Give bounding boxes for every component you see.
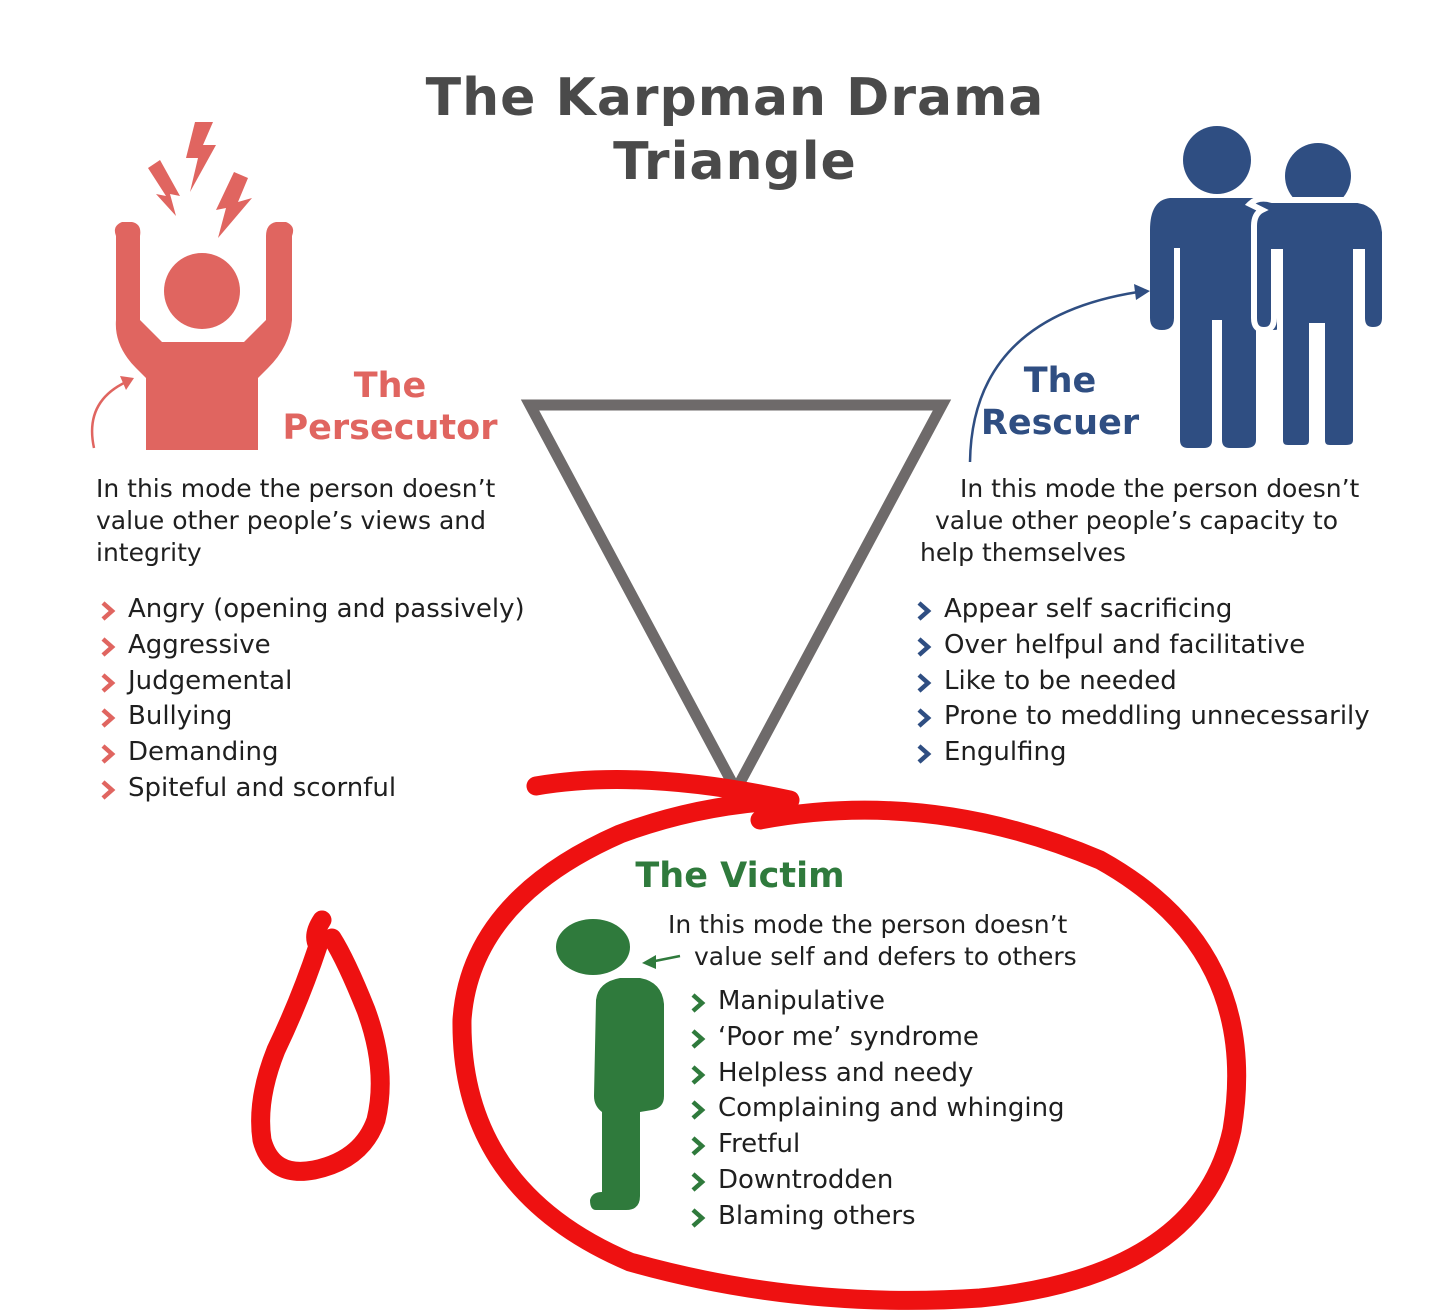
rescuer-description: In this mode the person doesn’t value ot…	[920, 473, 1359, 569]
victim-traits-list: Manipulative ‘Poor me’ syndrome Helpless…	[686, 984, 1065, 1235]
trait-text: Prone to meddling unnecessarily	[944, 701, 1370, 732]
rescuer-title-line: The	[1023, 361, 1097, 401]
chevron-right-icon	[691, 1100, 706, 1121]
description-line: value self and defers to others	[694, 942, 1077, 971]
chevron-right-icon	[691, 1172, 706, 1192]
page-title: The Karpman Drama Triangle	[330, 66, 1140, 194]
list-item: Angry (opening and passively)	[96, 592, 525, 628]
red-teardrop-annotation	[251, 910, 390, 1181]
trait-text: Helpless and needy	[718, 1057, 974, 1088]
list-item: Blaming others	[686, 1199, 1065, 1235]
persecutor-title-line: Persecutor	[282, 408, 498, 448]
victim-description: In this mode the person doesn’t value se…	[668, 909, 1077, 973]
chevron-right-icon	[691, 1208, 706, 1228]
two-people-embrace-icon	[1150, 126, 1388, 451]
trait-text: Bullying	[128, 701, 233, 732]
list-item: Over helfpul and facilitative	[912, 628, 1370, 664]
trait-text: Like to be needed	[944, 665, 1177, 696]
rescuer-title-line: Rescuer	[980, 403, 1140, 443]
trait-text: Blaming others	[718, 1200, 916, 1231]
curved-arrow-icon	[968, 290, 1139, 463]
list-item: Fretful	[686, 1127, 1065, 1163]
angry-person-icon	[114, 122, 294, 450]
trait-text: Judgemental	[128, 665, 293, 696]
trait-text: Over helfpul and facilitative	[944, 629, 1306, 660]
list-item: Manipulative	[686, 984, 1065, 1020]
trait-text: Angry (opening and passively)	[128, 594, 525, 624]
lightning-bolt-icon	[148, 160, 180, 216]
slumped-person-icon	[556, 919, 664, 1210]
chevron-right-icon	[101, 744, 116, 764]
description-line: integrity	[96, 538, 202, 567]
persecutor-traits-list: Angry (opening and passively) Aggressive…	[96, 592, 525, 807]
trait-text: Appear self sacrificing	[944, 594, 1233, 624]
chevron-right-icon	[917, 708, 932, 729]
persecutor-title: The Persecutor	[270, 365, 510, 449]
list-item: Engulfing	[912, 735, 1370, 771]
description-line: help themselves	[920, 538, 1126, 567]
rescuer-traits-list: Appear self sacrificing Over helfpul and…	[912, 592, 1370, 771]
curved-arrow-icon	[90, 380, 127, 449]
list-item: Judgemental	[96, 664, 525, 700]
red-circle-annotation	[452, 770, 1247, 1310]
trait-text: Aggressive	[128, 629, 271, 660]
chevron-right-icon	[101, 708, 116, 729]
description-line: In this mode the person doesn’t	[668, 910, 1068, 939]
chevron-right-icon	[917, 637, 932, 657]
list-item: Prone to meddling unnecessarily	[912, 699, 1370, 735]
chevron-right-icon	[101, 780, 116, 800]
list-item: Spiteful and scornful	[96, 771, 525, 807]
trait-text: Complaining and whinging	[718, 1093, 1065, 1124]
lightning-bolt-icon	[186, 122, 216, 192]
trait-text: Fretful	[718, 1129, 801, 1160]
list-item: Appear self sacrificing	[912, 592, 1370, 628]
chevron-right-icon	[101, 672, 116, 693]
chevron-right-icon	[917, 672, 932, 693]
drama-triangle	[520, 399, 952, 802]
chevron-right-icon	[917, 744, 932, 764]
trait-text: Engulfing	[944, 737, 1067, 768]
list-item: Downtrodden	[686, 1163, 1065, 1199]
description-line: value other people’s views and	[96, 506, 487, 535]
trait-text: ‘Poor me’ syndrome	[718, 1021, 979, 1052]
trait-text: Manipulative	[718, 986, 886, 1016]
chevron-right-icon	[691, 1064, 706, 1085]
chevron-right-icon	[917, 601, 932, 621]
victim-title: The Victim	[635, 856, 845, 896]
lightning-bolt-icon	[216, 172, 252, 238]
trait-text: Spiteful and scornful	[128, 772, 397, 803]
list-item: Helpless and needy	[686, 1056, 1065, 1092]
list-item: Aggressive	[96, 628, 525, 664]
persecutor-title-line: The	[353, 366, 427, 406]
description-line: value other people’s capacity to	[935, 506, 1339, 535]
rescuer-title: The Rescuer	[960, 360, 1160, 444]
title-line: Triangle	[613, 132, 857, 192]
list-item: Bullying	[96, 699, 525, 735]
chevron-right-icon	[101, 637, 116, 657]
chevron-right-icon	[691, 1136, 706, 1156]
description-line: In this mode the person doesn’t	[96, 474, 496, 503]
list-item: ‘Poor me’ syndrome	[686, 1020, 1065, 1056]
description-line: In this mode the person doesn’t	[960, 474, 1360, 503]
chevron-right-icon	[691, 993, 706, 1013]
persecutor-description: In this mode the person doesn’t value ot…	[96, 473, 495, 569]
chevron-right-icon	[101, 601, 116, 621]
list-item: Like to be needed	[912, 664, 1370, 700]
list-item: Complaining and whinging	[686, 1091, 1065, 1127]
trait-text: Downtrodden	[718, 1164, 894, 1195]
chevron-right-icon	[691, 1029, 706, 1049]
trait-text: Demanding	[128, 737, 279, 768]
list-item: Demanding	[96, 735, 525, 771]
title-line: The Karpman Drama	[425, 68, 1045, 128]
